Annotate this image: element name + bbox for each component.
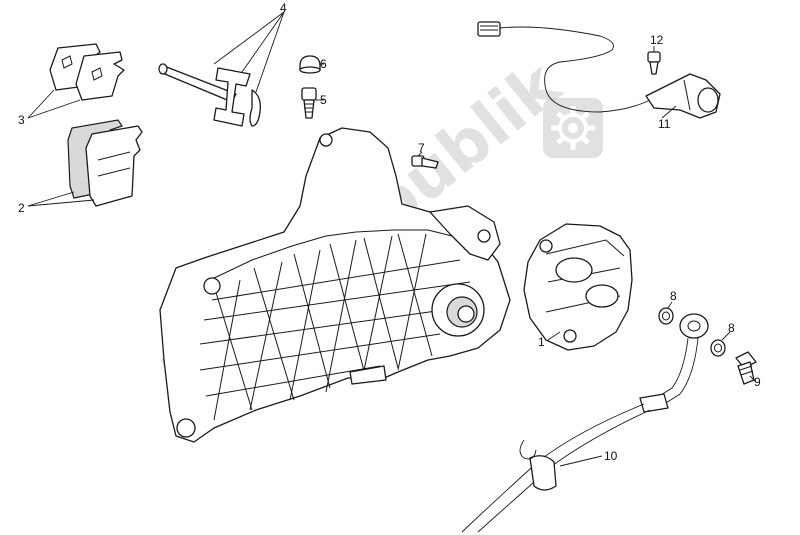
part-3-spring-plates: [49, 43, 125, 101]
part-8-washers: [658, 307, 726, 357]
callout-7: 7: [418, 141, 425, 155]
part-2-brake-pads: [67, 119, 143, 207]
callout-9: 9: [754, 375, 761, 389]
part-10-brake-hose: [461, 313, 709, 533]
callout-8b: 8: [728, 321, 735, 335]
part-4-pin-and-clips: [158, 63, 261, 127]
caliper-bracket: [159, 127, 511, 443]
part-11-sensor: [477, 21, 721, 119]
callout-6: 6: [320, 57, 327, 71]
callout-3: 3: [18, 113, 25, 127]
callout-1: 1: [538, 335, 545, 349]
part-5-bleed-screw: [301, 87, 317, 119]
callout-2: 2: [18, 201, 25, 215]
callout-4: 4: [280, 1, 287, 15]
part-12-screw: [647, 51, 661, 75]
callouts: 1 2 3 4 5 6 7 8 8 9 10 11 12: [18, 1, 761, 463]
leader-lines: [27, 11, 757, 467]
part-1-caliper: [523, 223, 633, 351]
gear-icon: [543, 98, 603, 158]
callout-10: 10: [604, 449, 618, 463]
callout-12: 12: [650, 33, 664, 47]
callout-8a: 8: [670, 289, 677, 303]
callout-5: 5: [320, 93, 327, 107]
part-6-cap: [299, 55, 321, 74]
callout-11: 11: [658, 117, 671, 131]
